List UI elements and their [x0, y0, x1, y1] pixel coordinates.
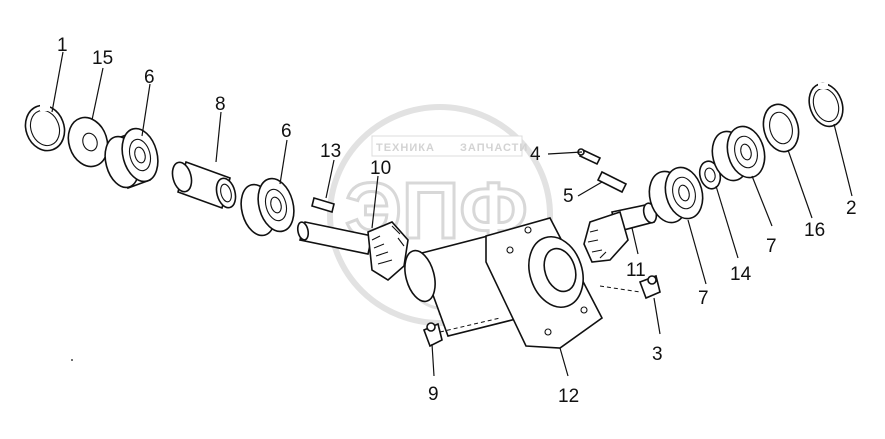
- bearing-6-left: [104, 127, 159, 190]
- callout-7a: 7: [698, 288, 709, 309]
- bearing-6-middle: [240, 177, 295, 237]
- washer-16: [762, 103, 800, 153]
- retaining-ring-2: [808, 82, 844, 128]
- pinion-shaft-11: [583, 202, 658, 263]
- sleeve-8: [171, 160, 237, 210]
- stray-dot: [71, 359, 73, 361]
- grease-fitting-9: [422, 322, 443, 348]
- callout-14: 14: [730, 264, 752, 285]
- callout-7b: 7: [766, 236, 777, 257]
- shaft-gear-10: [296, 221, 409, 281]
- fitting-line-9: [439, 317, 501, 333]
- callout-6b: 6: [281, 121, 292, 142]
- callout-1: 1: [57, 35, 68, 56]
- callout-5: 5: [563, 186, 574, 207]
- bearing-7-right: [711, 125, 766, 182]
- fitting-line-3: [599, 285, 641, 293]
- pin-4: [577, 148, 602, 166]
- callout-8: 8: [215, 94, 226, 115]
- callout-4: 4: [530, 144, 541, 165]
- callout-13: 13: [320, 141, 341, 162]
- callout-15: 15: [92, 48, 113, 69]
- housing-12: [404, 217, 604, 349]
- callout-labels: 1 2 3 4 5 6 6 7 7 8 9 10 11 12 13 14 15 …: [57, 35, 857, 407]
- callout-12: 12: [558, 386, 579, 407]
- callout-11: 11: [626, 260, 646, 281]
- retaining-ring-1: [24, 104, 66, 152]
- pin-5: [596, 170, 628, 194]
- leader-lines: [51, 51, 853, 377]
- callout-16: 16: [804, 220, 825, 241]
- callout-3: 3: [652, 344, 663, 365]
- callout-2: 2: [846, 198, 857, 219]
- bearing-7-left: [648, 166, 704, 224]
- watermark-line1: ТЕХНИКА: [376, 142, 435, 154]
- watermark-line2: ЗАПЧАСТИ: [460, 142, 528, 154]
- callout-6a: 6: [144, 67, 155, 88]
- washer-15: [67, 116, 109, 168]
- callout-9: 9: [428, 384, 439, 405]
- grease-fitting-3: [638, 274, 661, 300]
- callout-10: 10: [370, 158, 391, 179]
- key-13: [311, 196, 335, 214]
